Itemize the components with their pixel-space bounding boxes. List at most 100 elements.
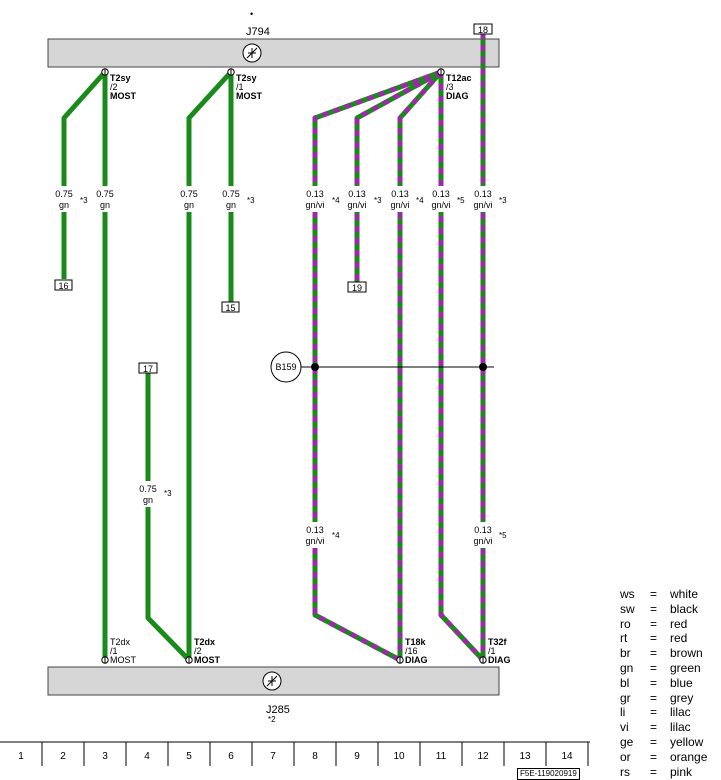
b159-label: B159 [275, 362, 296, 372]
connector-pin: /1 [488, 646, 496, 656]
column-number: 10 [393, 751, 405, 762]
reference-box: 15 [225, 303, 235, 313]
wire-color: gn/vi [305, 200, 324, 210]
wire-path [354, 69, 443, 282]
top-dot: • [250, 9, 253, 19]
reference-boxes: 16 15 19 17 18 [54, 23, 493, 374]
connector-pin: /1 [110, 646, 118, 656]
connector-type: MOST [110, 655, 137, 665]
wire-color: gn/vi [473, 536, 492, 546]
wire-color: gn [226, 200, 236, 210]
wire-path [186, 70, 233, 660]
wire-size: 0.13 [306, 525, 324, 535]
legend-row: vi=lilac [620, 720, 691, 735]
connector-id: T18k [405, 637, 427, 647]
wire-color: gn/vi [473, 200, 492, 210]
wire-size: 0.75 [180, 189, 198, 199]
wire-size: 0.75 [55, 189, 73, 199]
column-number: 8 [312, 751, 318, 762]
wire-path [397, 70, 443, 660]
wires-green-violet [312, 33, 486, 663]
connector-id: T12ac [446, 73, 472, 83]
column-number: 4 [144, 751, 150, 762]
connector-type: MOST [110, 91, 137, 101]
wire-note: *5 [499, 531, 507, 540]
connector-type: MOST [236, 91, 263, 101]
wire-path [61, 70, 107, 279]
column-number: 5 [186, 751, 192, 762]
connector-id: T2sy [110, 73, 131, 83]
column-ruler: 1 2 3 4 5 6 7 8 9 10 11 12 13 14 [0, 741, 590, 766]
wire-size: 0.75 [139, 484, 157, 494]
column-number: 9 [354, 751, 360, 762]
connector-pin: /1 [236, 82, 244, 92]
column-number: 2 [60, 751, 66, 762]
reference-box: 18 [478, 25, 488, 35]
connector-id: T32f [488, 637, 508, 647]
legend-row: ws=white [620, 587, 699, 601]
reference-box: 16 [58, 281, 68, 291]
wire-size: 0.13 [474, 525, 492, 535]
control-unit-j794: J794 • [47, 9, 500, 68]
control-unit-j285: J285 *2 [47, 666, 500, 724]
wire-size: 0.75 [96, 189, 114, 199]
legend-row: br=brown [620, 646, 703, 661]
wire-note: *4 [332, 531, 340, 540]
legend-row: bl=blue [620, 675, 693, 690]
wire-size: 0.13 [432, 189, 450, 199]
splice-b159: B159 [270, 351, 494, 383]
column-number: 11 [436, 751, 447, 762]
connector-type: DIAG [488, 655, 511, 665]
connector-pin: /3 [446, 82, 454, 92]
j794-label: J794 [246, 26, 270, 38]
column-number: 14 [561, 751, 573, 762]
ground-symbol-icon [262, 671, 282, 691]
color-code-legend: ws=white sw=black ro=red rt=red br=brown… [620, 587, 707, 779]
wire-note: *3 [164, 489, 172, 498]
legend-row: sw=black [620, 601, 699, 616]
j285-label: J285 [266, 704, 290, 716]
column-number: 3 [102, 751, 108, 762]
connector-labels: T2sy /2 MOST T2sy /1 MOST T12ac /3 DIAG … [110, 73, 511, 665]
column-number: 13 [519, 751, 531, 762]
connector-pin: /2 [110, 82, 118, 92]
wires-green [61, 70, 234, 662]
diagram-code: F5E-119020919 [517, 768, 580, 780]
legend-row: li=lilac [620, 705, 691, 720]
connector-pin: /2 [194, 646, 202, 656]
connector-id: T2sy [236, 73, 257, 83]
legend-row: ro=red [620, 616, 688, 631]
wire-note: *4 [416, 196, 424, 205]
wire-color: gn/vi [390, 200, 409, 210]
wire-path [312, 69, 442, 663]
wire-path [438, 72, 485, 662]
wire-note: *5 [457, 196, 465, 205]
reference-box: 19 [352, 283, 362, 293]
j285-note: *2 [268, 715, 276, 724]
column-number: 12 [477, 751, 489, 762]
connector-pin: /16 [405, 646, 418, 656]
column-number: 7 [270, 751, 276, 762]
wire-note: *4 [332, 196, 340, 205]
connector-type: DIAG [446, 91, 469, 101]
wire-color: gn/vi [305, 536, 324, 546]
wire-path [145, 372, 191, 662]
legend-row: gn=green [620, 660, 701, 675]
connector-id: T2dx [194, 637, 215, 647]
wire-size: 0.13 [474, 189, 492, 199]
wire-color: gn/vi [431, 200, 450, 210]
wire-color: gn [184, 200, 194, 210]
reference-box: 17 [143, 364, 153, 374]
wire-size: 0.13 [306, 189, 324, 199]
legend-row: gr=grey [620, 690, 694, 705]
wire-note: *3 [374, 196, 382, 205]
wire-note: *3 [247, 196, 255, 205]
legend-row: rs=pink [620, 764, 693, 779]
legend-row: rt=red [620, 631, 688, 646]
ground-symbol-icon [242, 43, 262, 63]
connector-type: DIAG [405, 655, 428, 665]
legend-row: or=orange [620, 749, 708, 764]
wire-size: 0.13 [391, 189, 409, 199]
wire-color: gn [100, 200, 110, 210]
wire-color: gn [143, 495, 153, 505]
